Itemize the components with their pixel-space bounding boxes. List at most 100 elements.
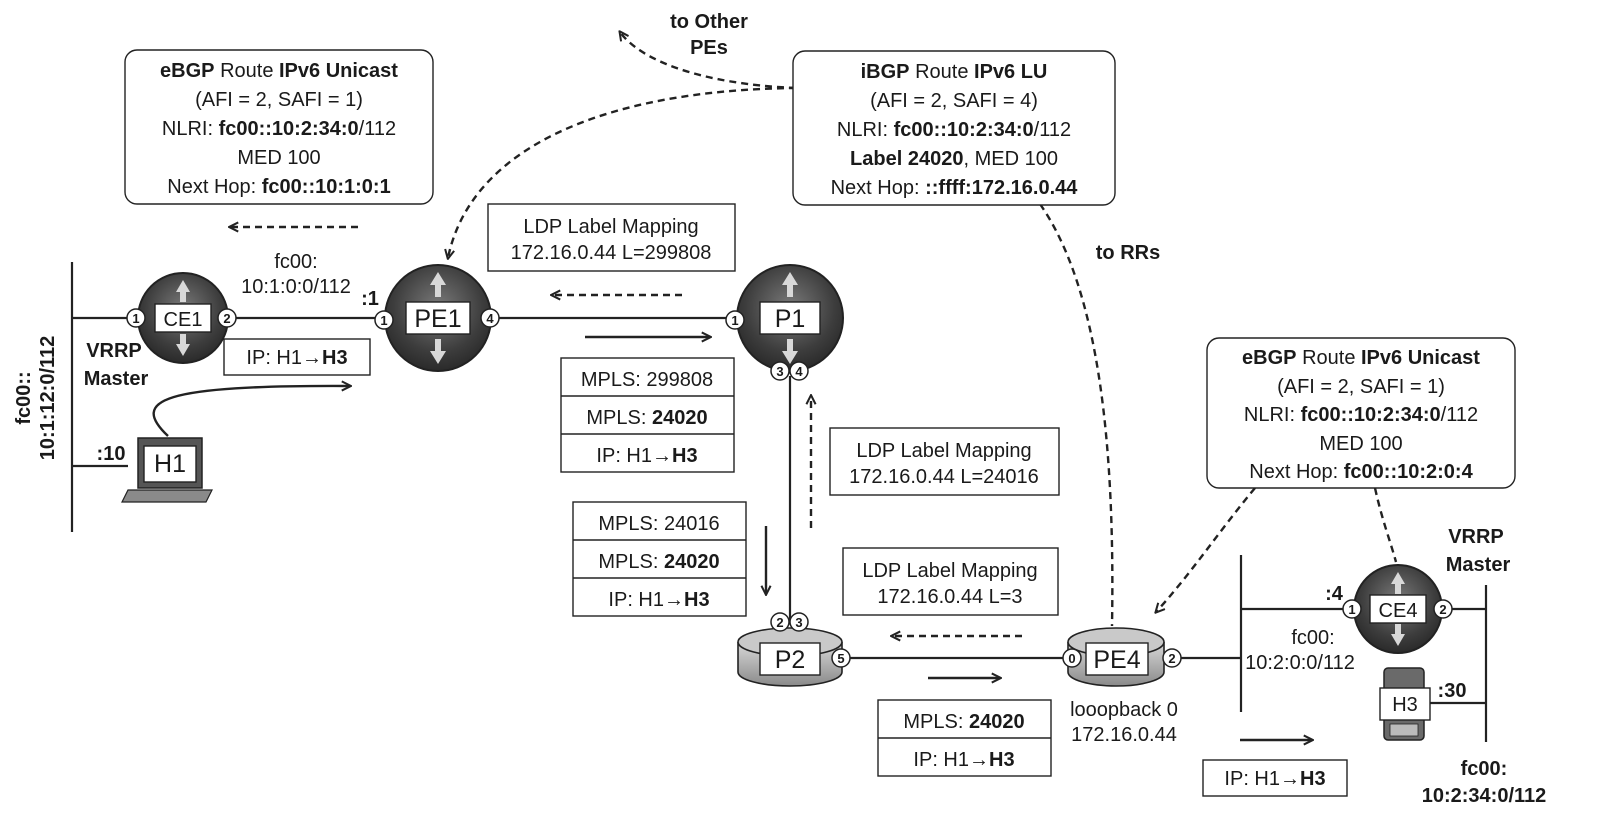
p2-port-5: 5 <box>837 651 844 666</box>
vrrp-right-label-2: Master <box>1446 554 1511 576</box>
router-pe4[interactable]: PE4 <box>1067 627 1165 687</box>
p1-port-3: 3 <box>776 364 783 379</box>
link-right-subnet-2: 10:2:0:0/112 <box>1245 652 1355 674</box>
h1-traffic-arrow <box>152 386 350 437</box>
pe4-label-box <box>1085 642 1149 676</box>
p2-label: P2 <box>775 646 806 674</box>
link-right-subnet-1: fc00: <box>1291 627 1334 649</box>
p2-port-3: 3 <box>795 615 802 630</box>
ce1-label-box <box>154 303 212 333</box>
router-p2[interactable]: P2 <box>737 627 843 687</box>
host-h3[interactable]: H3 <box>1379 667 1431 741</box>
router-ce1[interactable]: CE1 <box>137 272 229 364</box>
stack-pe4-ip: IP: H1→H3 <box>913 749 1014 771</box>
ibgp-line3: NLRI: fc00::10:2:34:0/112 <box>837 119 1071 141</box>
ebgp-left-line5: Next Hop: fc00::10:1:0:1 <box>167 176 390 198</box>
ebgp-left-line1: eBGP Route IPv6 Unicast <box>160 60 398 82</box>
ebgp-right-to-ce4-line <box>1373 487 1398 563</box>
h3-label-box <box>1379 687 1431 721</box>
p2-port-2: 2 <box>776 615 783 630</box>
port-badges: 1 2 1 4 1 3 4 2 3 5 0 2 1 2 <box>126 308 1453 668</box>
ldp-low-box: LDP Label Mapping 172.16.0.44 L=3 <box>842 547 1059 616</box>
stack-p2-outer: MPLS: 24016 <box>598 513 719 535</box>
ce1-label: CE1 <box>164 309 203 331</box>
pe1-port-1: 1 <box>380 313 387 328</box>
ldp-top-value: 172.16.0.44 L=299808 <box>511 242 712 264</box>
vrrp-right-label-1: VRRP <box>1448 526 1504 548</box>
ibgp-to-pe4-line <box>1039 203 1114 627</box>
pe4-label: PE4 <box>1093 646 1140 674</box>
p1-arrows-icon <box>782 272 798 364</box>
ldp-mid-title: LDP Label Mapping <box>856 440 1031 462</box>
pe1-arrows-icon <box>430 272 446 364</box>
ldp-low-title: LDP Label Mapping <box>862 560 1037 582</box>
p1-label: P1 <box>775 305 806 333</box>
ebgp-left-line2: (AFI = 2, SAFI = 1) <box>195 89 363 111</box>
ce4-arrows-icon <box>1391 572 1405 646</box>
pe4-port-0: 0 <box>1068 651 1075 666</box>
stack-p1-inner: MPLS: 24020 <box>586 407 707 429</box>
ebgp-right-line3: NLRI: fc00::10:2:34:0/112 <box>1244 404 1478 426</box>
h1-address-label: :10 <box>97 443 126 465</box>
stack-pe4-inner: MPLS: 24020 <box>903 711 1024 733</box>
h1-label-box <box>143 445 197 483</box>
ldp-top-title: LDP Label Mapping <box>523 216 698 238</box>
ce4-port-2: 2 <box>1439 602 1446 617</box>
lan-right-subnet-1: fc00: <box>1461 758 1508 780</box>
stack-p1-ip: IP: H1→H3 <box>596 445 697 467</box>
lan-left-subnet-1: fc00:: <box>13 371 35 424</box>
ce1-port-1: 1 <box>132 311 139 326</box>
ldp-mid-box: LDP Label Mapping 172.16.0.44 L=24016 <box>829 427 1060 496</box>
ip-box-left: IP: H1→H3 <box>223 338 371 376</box>
h3-address-label: :30 <box>1438 680 1467 702</box>
ldp-top-box: LDP Label Mapping 172.16.0.44 L=299808 <box>487 203 736 272</box>
to-other-pes-label-2: PEs <box>690 37 728 59</box>
ebgp-left-line4: MED 100 <box>237 147 320 169</box>
label-stack-p1: MPLS: 299808 MPLS: 24020 IP: H1→H3 <box>560 357 735 473</box>
ip-box-right-text: IP: H1→H3 <box>1224 768 1325 790</box>
router-p1[interactable]: P1 <box>736 264 844 372</box>
to-rrs-label: to RRs <box>1096 242 1160 264</box>
loopback-label-1: looopback 0 <box>1070 699 1178 721</box>
pe4-port-2: 2 <box>1168 651 1175 666</box>
ibgp-line1: iBGP Route IPv6 LU <box>861 61 1048 83</box>
loopback-label-2: 172.16.0.44 <box>1071 724 1177 746</box>
host-h1[interactable]: H1 <box>121 437 213 503</box>
pe1-port-4: 4 <box>486 311 494 326</box>
pe1-label: PE1 <box>414 305 461 333</box>
lan-left-subnet-2: 10:1:12:0/112 <box>37 336 59 461</box>
ebgp-left-line3: NLRI: fc00::10:2:34:0/112 <box>162 118 396 140</box>
ebgp-right-line4: MED 100 <box>1319 433 1402 455</box>
label-stack-pe4: MPLS: 24020 IP: H1→H3 <box>877 699 1052 777</box>
ibgp-line5: Next Hop: ::ffff:172.16.0.44 <box>831 177 1079 199</box>
p1-port-4: 4 <box>795 364 803 379</box>
stack-p2-inner: MPLS: 24020 <box>598 551 719 573</box>
pe1-label-box <box>405 301 471 335</box>
ebgp-right-to-pe4-arrow <box>1156 487 1256 612</box>
ip-box-left-text: IP: H1→H3 <box>246 347 347 369</box>
router-ce4[interactable]: CE4 <box>1353 564 1443 654</box>
ldp-mid-value: 172.16.0.44 L=24016 <box>849 466 1039 488</box>
ce4-label-box <box>1369 594 1427 624</box>
ce1-port-2: 2 <box>223 311 230 326</box>
label-stack-p2: MPLS: 24016 MPLS: 24020 IP: H1→H3 <box>572 501 747 617</box>
h3-label: H3 <box>1392 694 1418 716</box>
ebgp-right-line2: (AFI = 2, SAFI = 1) <box>1277 376 1445 398</box>
h1-label: H1 <box>154 450 186 478</box>
laptop-keyboard-icon <box>121 489 213 503</box>
ce1-arrows-icon <box>176 280 190 356</box>
ebgp-right-line5: Next Hop: fc00::10:2:0:4 <box>1249 461 1473 483</box>
link-left-subnet-1: fc00: <box>274 251 317 273</box>
vrrp-left-label-2: Master <box>84 368 149 390</box>
ip-box-right: IP: H1→H3 <box>1202 759 1348 797</box>
link-left-subnet-2: 10:1:0:0/112 <box>241 276 351 298</box>
pe1-address-label: :1 <box>361 288 379 310</box>
vrrp-left-label-1: VRRP <box>86 340 142 362</box>
ibgp-line2: (AFI = 2, SAFI = 4) <box>870 90 1038 112</box>
to-other-pes-label-1: to Other <box>670 11 748 33</box>
router-pe1[interactable]: PE1 <box>384 264 492 372</box>
ibgp-box: iBGP Route IPv6 LU (AFI = 2, SAFI = 4) N… <box>792 50 1116 206</box>
lan-right-subnet-2: 10:2:34:0/112 <box>1422 785 1547 807</box>
p1-port-1: 1 <box>731 313 738 328</box>
